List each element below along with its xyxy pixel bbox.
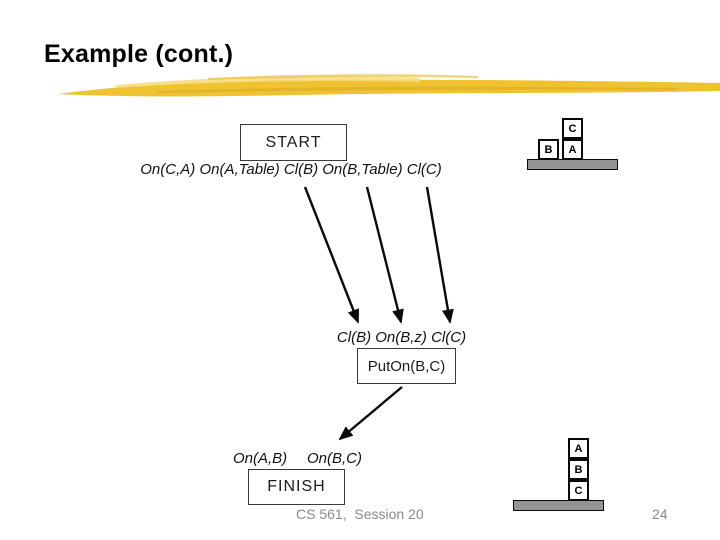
block-c-initial: C (562, 118, 583, 139)
slide-title: Example (cont.) (44, 40, 234, 68)
highlight-marker-stroke (58, 74, 720, 97)
table-goal (513, 500, 604, 511)
goal-literal-onab: On(A,B) (233, 450, 288, 467)
goal-literal-onbc: On(B,C) (307, 450, 363, 467)
table-initial (527, 159, 618, 170)
arrow-puton-to-onbc (338, 386, 403, 441)
start-state-literals: On(C,A) On(A,Table) Cl(B) On(B,Table) Cl… (140, 161, 442, 178)
arrow-clb-to-clb (303, 186, 360, 324)
arrow-onbtable-to-onbz (365, 186, 404, 324)
block-c-goal: C (568, 480, 589, 501)
block-b-initial: B (538, 139, 559, 160)
finish-node: FINISH (248, 469, 345, 505)
start-node: START (240, 124, 347, 161)
block-a-goal: A (568, 438, 589, 459)
arrow-clc-to-clc (425, 186, 454, 324)
action-node: PutOn(B,C) (357, 348, 456, 384)
block-b-goal: B (568, 459, 589, 480)
footer-course-label: CS 561, Session 20 (296, 506, 424, 522)
page-number: 24 (652, 506, 668, 522)
block-a-initial: A (562, 139, 583, 160)
precondition-literals: Cl(B) On(B,z) Cl(C) (336, 329, 467, 346)
